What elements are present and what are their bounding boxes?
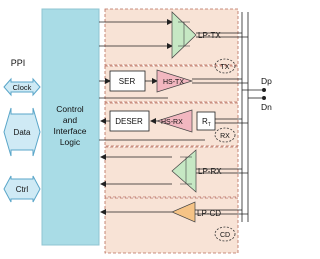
data-label: Data [14, 128, 31, 137]
pad-dp-node [262, 88, 266, 92]
data-arrow: Data [3, 107, 41, 157]
tx-label: TX [221, 64, 230, 71]
dphy-lane-diagram: Control and Interface Logic PPI Clock Da… [3, 8, 272, 254]
clock-arrow: Clock [3, 77, 41, 97]
rt-label: RT [202, 117, 211, 128]
ser-label: SER [119, 77, 136, 86]
lp-rx-driver: LP-RX [171, 149, 222, 193]
clock-label: Clock [13, 83, 32, 92]
lp-cd-label: LP-CD [197, 209, 221, 218]
ctrl-arrow: Ctrl [3, 175, 41, 203]
control-label-line4: Logic [60, 137, 81, 147]
hs-rx-label: HS-RX [161, 119, 183, 126]
lp-rx-region [104, 146, 239, 198]
dp-label: Dp [261, 76, 272, 86]
deser-block: DESER [109, 110, 150, 132]
ser-block: SER [109, 70, 146, 92]
rt-termination: RT [196, 111, 216, 131]
tx-circle: TX [214, 58, 236, 74]
control-label-line2: and [63, 115, 77, 125]
lp-rx-label: LP-RX [198, 167, 222, 176]
rx-circle: RX [214, 127, 236, 143]
hs-tx-driver: HS-TX [156, 69, 194, 93]
deser-label: DESER [115, 117, 143, 126]
control-label-line3: Interface [53, 126, 86, 136]
lp-tx-driver: LP-TX [171, 11, 221, 59]
lp-cd-region [104, 197, 239, 254]
ppi-label: PPI [11, 58, 26, 68]
control-interface-logic-block [41, 8, 100, 246]
lp-cd-driver: LP-CD [171, 201, 221, 223]
cd-label: CD [220, 232, 230, 239]
lp-tx-label: LP-TX [198, 31, 221, 40]
control-label-line1: Control [56, 104, 84, 114]
hs-rx-driver: HS-RX [155, 109, 193, 133]
cd-circle: CD [214, 226, 236, 242]
rx-label: RX [220, 133, 230, 140]
pad-dn-node [262, 96, 266, 100]
ctrl-label: Ctrl [16, 185, 29, 194]
hs-tx-label: HS-TX [163, 79, 184, 86]
dn-label: Dn [261, 102, 272, 112]
